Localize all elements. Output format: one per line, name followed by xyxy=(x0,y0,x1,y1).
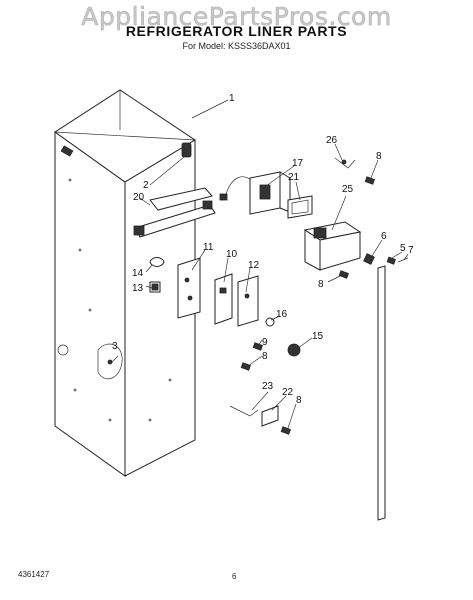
part-12 xyxy=(237,275,259,327)
callout-8-bottom: 8 xyxy=(296,395,302,406)
page-title: REFRIGERATOR LINER PARTS xyxy=(125,23,348,39)
callout-6: 6 xyxy=(381,231,387,242)
part-23 xyxy=(229,405,259,417)
long-rod xyxy=(377,265,386,521)
part-5 xyxy=(386,256,396,265)
document-number: 4361427 xyxy=(18,570,50,579)
callout-10: 10 xyxy=(226,249,238,260)
screw-8-mid xyxy=(338,270,349,279)
callout-7: 7 xyxy=(408,245,414,256)
callout-25: 25 xyxy=(342,184,354,195)
callout-20: 20 xyxy=(133,192,145,203)
model-subtitle: For Model: KSSS36DAX01 xyxy=(182,41,291,51)
callout-21: 21 xyxy=(288,172,300,183)
liner-cabinet xyxy=(54,89,196,477)
part-6 xyxy=(363,253,375,265)
part-14 xyxy=(149,257,165,267)
part-2 xyxy=(181,142,192,158)
callout-8-top: 8 xyxy=(376,151,382,162)
callout-22: 22 xyxy=(282,387,294,398)
callout-13: 13 xyxy=(132,283,144,294)
callout-8-mid: 8 xyxy=(318,279,324,290)
part-7 xyxy=(397,257,409,263)
part-22 xyxy=(261,405,291,435)
part-17 xyxy=(219,171,291,215)
part-10 xyxy=(214,273,233,325)
callout-9: 9 xyxy=(262,337,268,348)
part-16 xyxy=(265,317,275,327)
part-25 xyxy=(303,221,362,271)
callout-26: 26 xyxy=(326,135,338,146)
callout-11: 11 xyxy=(203,242,214,253)
callout-8-center: 8 xyxy=(262,351,268,362)
callout-2: 2 xyxy=(143,180,149,191)
watermark: AppliancePartsPros.com xyxy=(81,2,392,32)
part-20 xyxy=(133,187,216,238)
callout-3: 3 xyxy=(112,341,118,352)
part-11 xyxy=(177,257,201,319)
callout-labels: 1 2 3 5 6 7 8 8 8 8 9 10 11 12 13 14 15 … xyxy=(112,93,414,406)
callout-15: 15 xyxy=(312,331,324,342)
part-26 xyxy=(334,157,375,185)
callout-23: 23 xyxy=(262,381,274,392)
callout-1: 1 xyxy=(229,93,235,104)
part-13 xyxy=(149,281,161,293)
callout-5: 5 xyxy=(400,243,406,254)
callout-14: 14 xyxy=(132,268,144,279)
part-21 xyxy=(287,195,313,219)
screw-9 xyxy=(252,342,263,351)
page-number: 6 xyxy=(232,572,237,581)
callout-12: 12 xyxy=(248,260,260,271)
callout-16: 16 xyxy=(276,309,288,320)
leader-lines xyxy=(111,99,409,429)
screw-8-lower xyxy=(240,362,251,371)
part-15 xyxy=(287,343,301,357)
callout-17: 17 xyxy=(292,158,304,169)
